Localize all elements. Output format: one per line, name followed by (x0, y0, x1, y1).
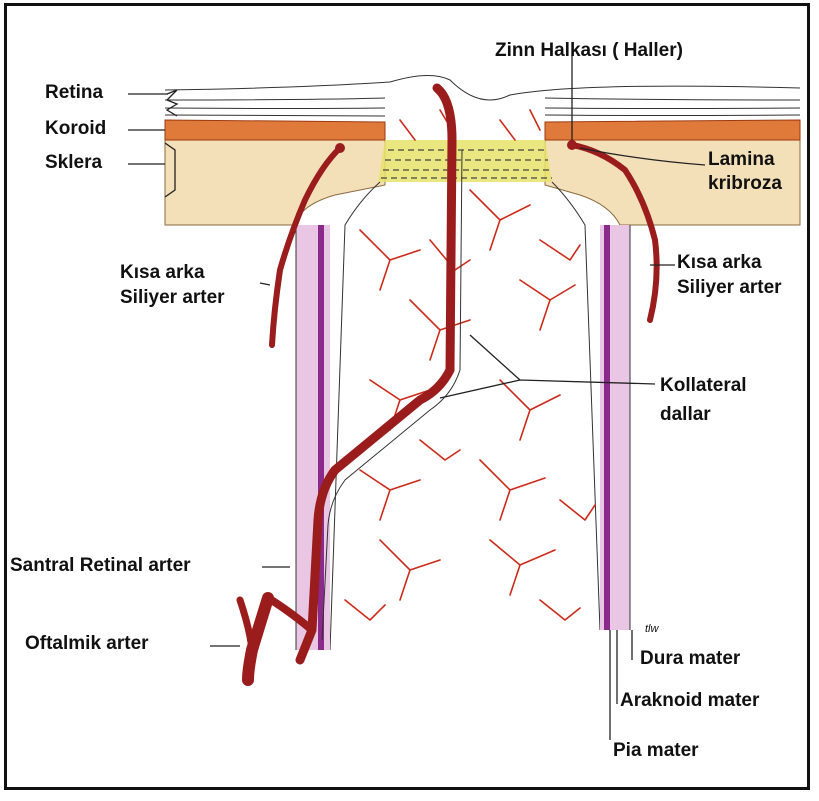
label-kisa-right-2: Siliyer arter (677, 277, 782, 299)
sclera-layer (165, 140, 385, 225)
label-retina: Retina (45, 82, 103, 104)
choroid-layer (165, 120, 385, 140)
label-pia: Pia mater (613, 740, 699, 762)
signature: tlw (645, 618, 658, 640)
label-zinn: Zinn Halkası ( Haller) (495, 40, 683, 62)
zinn-ring-left (335, 143, 345, 153)
label-araknoid: Araknoid mater (620, 690, 759, 712)
label-oftalmik: Oftalmik arter (25, 633, 149, 655)
pia-left (318, 225, 324, 650)
pia-right (604, 225, 610, 630)
retina-layer (165, 75, 800, 116)
ophthalmic-artery-stub (240, 600, 252, 650)
label-koroid: Koroid (45, 118, 106, 140)
label-kisa-right-1: Kısa arka (677, 252, 762, 274)
label-lamina-1: Lamina (708, 149, 775, 171)
label-santral: Santral Retinal arter (10, 555, 191, 577)
choroid-layer-right (545, 120, 800, 140)
label-sklera: Sklera (45, 152, 102, 174)
label-kisa-left-2: Siliyer arter (120, 287, 225, 309)
label-kisa-left-1: Kısa arka (120, 262, 205, 284)
zinn-ring-right (567, 140, 577, 150)
label-dura: Dura mater (640, 648, 740, 670)
lamina-cribrosa (378, 140, 552, 182)
label-lamina-2: kribroza (708, 173, 782, 195)
label-kollateral-2: dallar (660, 404, 711, 426)
label-kollateral-1: Kollateral (660, 375, 747, 397)
